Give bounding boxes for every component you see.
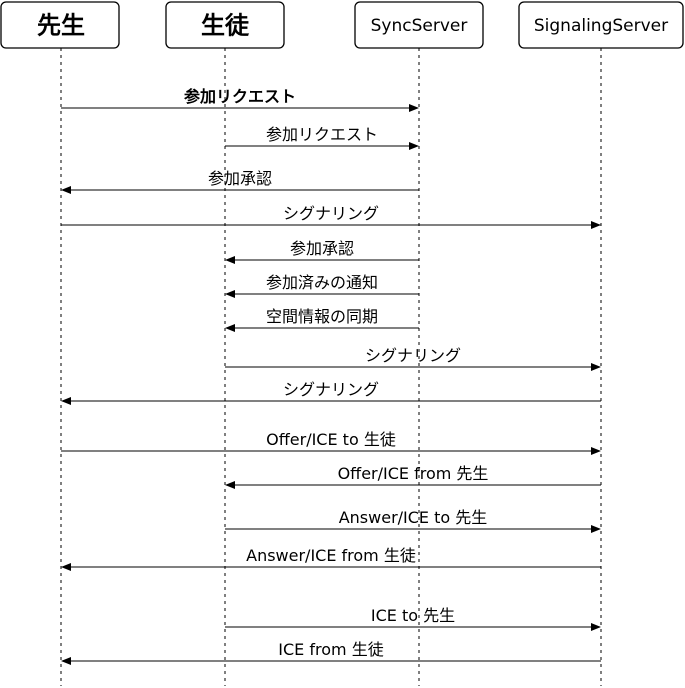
message-label: ICE from 生徒 (278, 640, 383, 659)
actors: 先生 生徒 SyncServer SignalingServer (0, 1, 684, 49)
message-label: 参加承認 (208, 169, 272, 188)
arrowhead-icon (225, 290, 235, 298)
message-label: ICE to 先生 (371, 606, 455, 625)
arrowhead-icon (591, 525, 601, 533)
message-3: 参加承認 (61, 169, 419, 194)
message-4: シグナリング (61, 204, 601, 229)
messages: 参加リクエスト参加リクエスト参加承認シグナリング参加承認参加済みの通知空間情報の… (61, 87, 601, 665)
message-label: シグナリング (283, 204, 379, 223)
actor-box-student (165, 1, 285, 49)
message-label: 参加承認 (290, 239, 354, 258)
actor-label-teacher: 先生 (37, 12, 85, 40)
arrowhead-icon (225, 481, 235, 489)
actor-box-sync (354, 1, 484, 49)
arrowhead-icon (409, 104, 419, 112)
actor-box-signaling (518, 1, 684, 49)
message-label: Offer/ICE from 先生 (338, 464, 489, 483)
arrowhead-icon (409, 142, 419, 150)
actor-label-signaling: SignalingServer (534, 16, 668, 36)
message-10: Offer/ICE to 生徒 (61, 430, 601, 455)
message-label: シグナリング (283, 380, 379, 399)
message-label: 参加リクエスト (184, 87, 296, 106)
message-label: 参加済みの通知 (266, 273, 378, 292)
message-label: Answer/ICE from 生徒 (246, 546, 416, 565)
message-2: 参加リクエスト (225, 125, 419, 150)
arrowhead-icon (591, 363, 601, 371)
actor-label-student: 生徒 (201, 12, 250, 40)
arrowhead-icon (225, 256, 235, 264)
arrowhead-icon (61, 657, 71, 665)
message-label: 参加リクエスト (266, 125, 378, 144)
lifelines (60, 48, 602, 686)
arrowhead-icon (225, 324, 235, 332)
arrowhead-icon (591, 447, 601, 455)
message-13: Answer/ICE from 生徒 (61, 546, 601, 571)
message-label: 空間情報の同期 (266, 307, 378, 326)
message-14: ICE to 先生 (225, 606, 601, 631)
arrowhead-icon (61, 397, 71, 405)
arrowhead-icon (61, 563, 71, 571)
actor-box-teacher (0, 1, 120, 49)
message-label: シグナリング (365, 346, 461, 365)
message-7: 空間情報の同期 (225, 307, 419, 332)
message-9: シグナリング (61, 380, 601, 405)
message-5: 参加承認 (225, 239, 419, 264)
message-label: Answer/ICE to 先生 (339, 508, 488, 527)
arrowhead-icon (591, 221, 601, 229)
message-15: ICE from 生徒 (61, 640, 601, 665)
message-12: Answer/ICE to 先生 (225, 508, 601, 533)
actor-label-sync: SyncServer (371, 16, 468, 36)
message-8: シグナリング (225, 346, 601, 371)
message-6: 参加済みの通知 (225, 273, 419, 298)
message-1: 参加リクエスト (61, 87, 419, 112)
arrowhead-icon (591, 623, 601, 631)
message-label: Offer/ICE to 生徒 (266, 430, 396, 449)
message-11: Offer/ICE from 先生 (225, 464, 601, 489)
arrowhead-icon (61, 186, 71, 194)
